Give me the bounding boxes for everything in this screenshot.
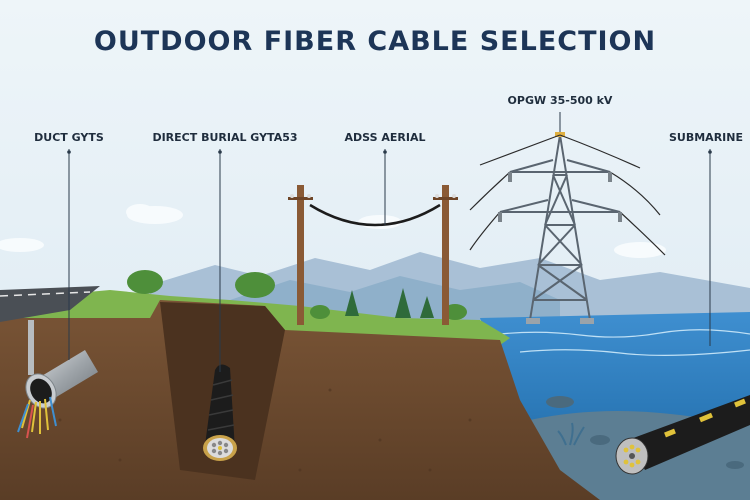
seaweed	[557, 422, 585, 446]
sea-waves	[499, 329, 750, 356]
adss-utility-pole-right	[433, 185, 458, 325]
adss-utility-pole-left	[288, 185, 313, 325]
page-title: OUTDOOR FIBER CABLE SELECTION	[93, 26, 657, 57]
road-marking	[0, 291, 91, 297]
adss-aerial-cable	[309, 203, 441, 227]
road	[0, 286, 100, 322]
label-adss-aerial: ADSS AERIAL	[344, 131, 426, 144]
duct-gyts-cable	[17, 350, 98, 439]
callout-leaders	[68, 112, 711, 372]
label-duct-gyts: DUCT GYTS	[34, 131, 104, 144]
soil-cross-section	[0, 300, 600, 500]
tower-top-clamp	[555, 132, 565, 137]
label-submarine: SUBMARINE	[669, 131, 743, 144]
opgw-overhead-wires	[469, 134, 666, 256]
label-opgw: OPGW 35-500 kV	[507, 94, 613, 107]
opgw-transmission-tower	[499, 134, 621, 324]
duct-shaft-wall	[28, 320, 34, 375]
pine-trees	[345, 288, 434, 318]
tower-insulators	[498, 172, 622, 222]
submarine-cable	[615, 395, 750, 475]
clouds	[0, 204, 666, 258]
label-direct-burial-gyta53: DIRECT BURIAL GYTA53	[152, 131, 298, 144]
direct-burial-gyta53-cable	[203, 364, 237, 461]
callout-leader-dots	[67, 150, 712, 154]
